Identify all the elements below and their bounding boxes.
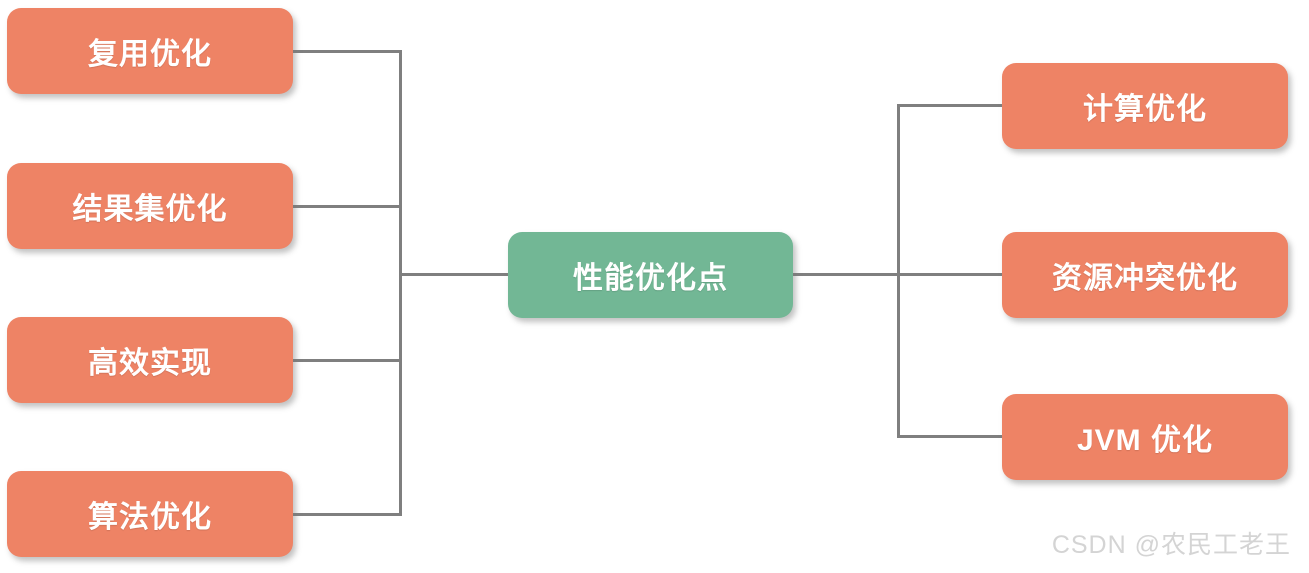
node-left-3-label: 高效实现 [88,347,212,380]
node-left-1[interactable]: 复用优化 [7,8,293,94]
node-right-3-label: JVM 优化 [1076,424,1214,457]
node-left-4[interactable]: 算法优化 [7,471,293,557]
node-root-label: 性能优化点 [573,262,728,295]
right-branch-line-3 [897,435,1007,438]
left-spine [399,50,402,516]
left-spine-to-root-line [399,273,511,276]
root-to-right-spine-line [790,273,900,276]
node-left-4-label: 算法优化 [88,501,212,534]
right-spine [897,104,900,436]
node-left-2-label: 结果集优化 [72,193,228,226]
node-right-2-label: 资源冲突优化 [1052,262,1238,295]
left-branch-line-3 [291,359,402,362]
node-left-3[interactable]: 高效实现 [7,317,293,403]
right-branch-line-1 [897,104,1007,107]
left-branch-line-1 [291,50,402,53]
node-right-2[interactable]: 资源冲突优化 [1002,232,1288,318]
node-right-1[interactable]: 计算优化 [1002,63,1288,149]
right-branch-line-2 [897,273,1007,276]
watermark-text: CSDN @农民工老王 [1051,531,1291,559]
left-branch-line-2 [291,205,402,208]
node-right-1-label: 计算优化 [1083,93,1207,126]
node-root[interactable]: 性能优化点 [508,232,793,318]
node-right-3[interactable]: JVM 优化 [1002,394,1288,480]
node-left-1-label: 复用优化 [88,38,212,71]
left-branch-line-4 [291,513,402,516]
node-left-2[interactable]: 结果集优化 [7,163,293,249]
